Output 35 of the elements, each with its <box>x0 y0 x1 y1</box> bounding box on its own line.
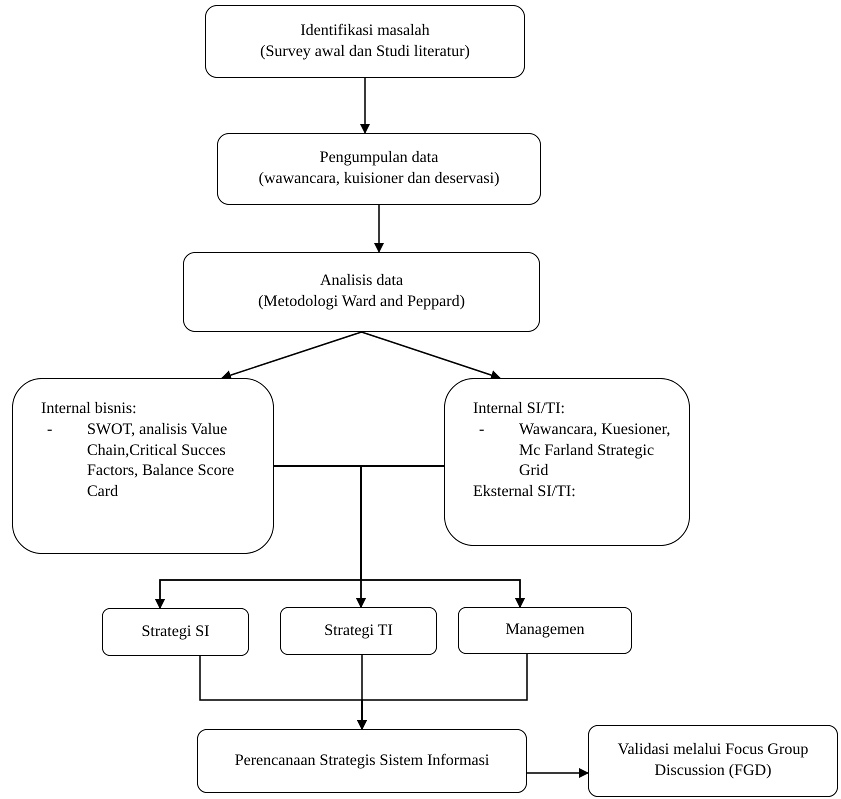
process-box <box>444 378 690 546</box>
process-box <box>12 378 274 554</box>
node-text: Strategi TI <box>324 620 393 641</box>
node-text: Analisis data <box>320 271 404 292</box>
process-box <box>183 252 540 332</box>
process-box <box>280 607 437 655</box>
process-box <box>588 725 838 797</box>
process-box <box>197 729 527 793</box>
heading-text: Internal SI/TI: <box>473 399 566 419</box>
process-box <box>102 608 249 656</box>
arrow <box>221 331 362 380</box>
bullet-dash: - <box>478 420 486 440</box>
arrow <box>357 654 528 730</box>
arrow <box>361 331 501 380</box>
heading-text: Eksternal SI/TI: <box>473 482 577 502</box>
node-text: Perencanaan Strategis Sistem Informasi <box>234 750 490 771</box>
node-text: Strategi SI <box>142 622 210 642</box>
node-text: (Survey awal dan Studi literatur) <box>260 42 470 62</box>
arrow <box>360 465 525 608</box>
node-text: (wawancara, kuisioner dan deservasi) <box>258 169 500 189</box>
process-box <box>458 607 632 654</box>
arrow <box>374 205 384 253</box>
arrow <box>360 78 370 134</box>
node-text: Validasi melalui Focus Group Discussion (FGD) <box>616 740 810 781</box>
arrow <box>527 768 589 778</box>
node-text: (Metodologi Ward and Peppard) <box>258 292 465 312</box>
process-box <box>217 133 541 205</box>
node-text: Pengumpulan data <box>320 148 438 168</box>
bullet-dash: - <box>46 420 54 440</box>
node-text: Managemen <box>505 620 585 640</box>
list-item-text: Wawancara, Kuesioner, Mc Farland Strategic Grid <box>519 420 672 482</box>
heading-text: Internal bisnis: <box>41 399 138 419</box>
node-text: Identifikasi masalah <box>300 20 430 41</box>
process-box <box>205 5 525 78</box>
list-item-text: SWOT, analisis Value Chain,Critical Succes Factors, Balance Score Card <box>87 420 236 502</box>
